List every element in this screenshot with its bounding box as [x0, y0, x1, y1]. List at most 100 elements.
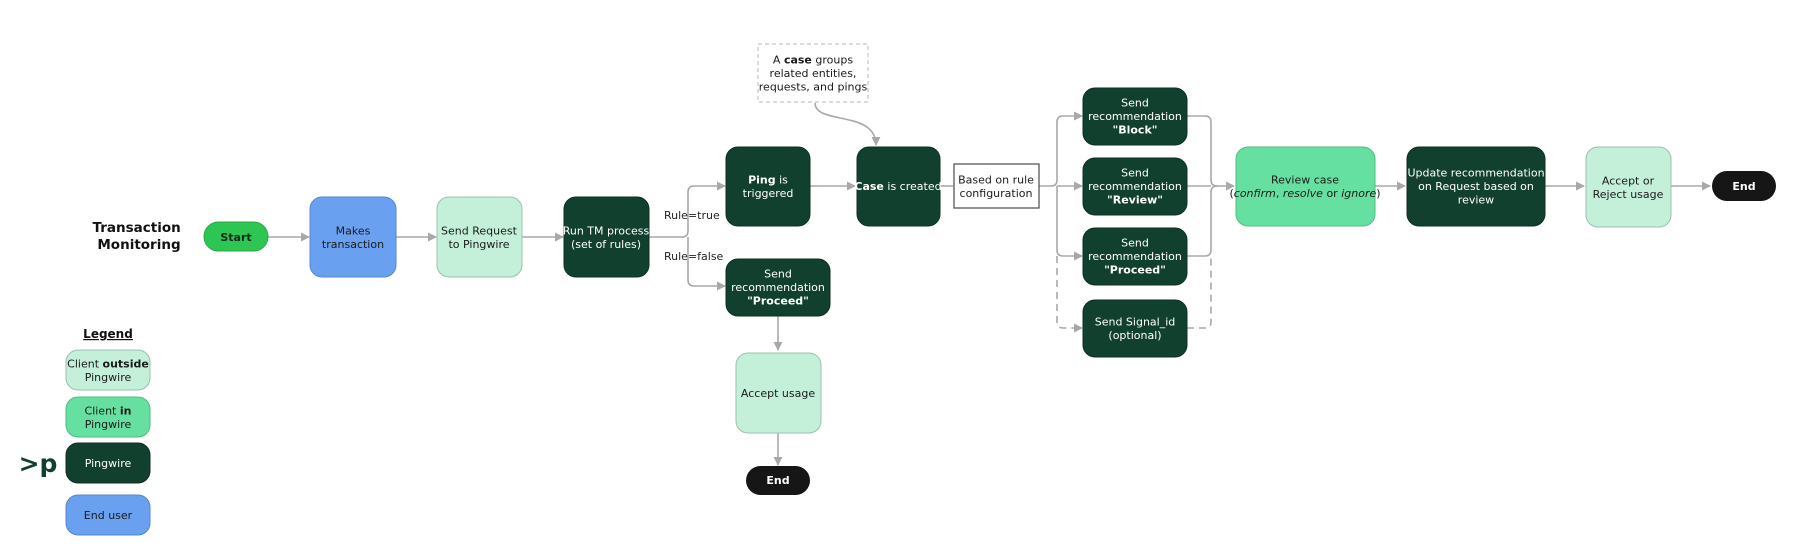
label-run: to Pingwire [448, 238, 509, 251]
label-run: on Request based on [1418, 180, 1534, 193]
label-line: Send [1121, 237, 1149, 250]
label-line: review [1458, 194, 1494, 207]
label-run: is [776, 173, 789, 186]
label-run: outside [103, 357, 149, 370]
label-line: recommendation [1088, 180, 1182, 193]
end-low-node [746, 466, 810, 495]
label-run: resolve [1283, 187, 1323, 200]
label-run: Run TM process [563, 224, 650, 237]
label-line: recommendation [1088, 250, 1182, 263]
label-line: Based on rule [958, 173, 1034, 186]
label-run: Send [1121, 167, 1149, 180]
label-line: "Review" [1107, 194, 1163, 207]
edge-run-tm-ping [649, 181, 726, 238]
label-line: Start [220, 231, 251, 244]
edge-label-rule-true: Rule=true [664, 209, 720, 222]
label-run: Accept usage [741, 387, 815, 400]
review-case-node [1235, 146, 1376, 227]
label-run: End [766, 474, 789, 487]
legend-swatch-end-user [65, 494, 151, 536]
case-created-node [856, 146, 941, 227]
update-rec-node [1406, 146, 1546, 227]
label-line: on Request based on [1418, 180, 1534, 193]
label-line: End user [84, 509, 133, 522]
label-line: recommendation [1088, 110, 1182, 123]
edge-rule-config-block [1039, 111, 1083, 187]
label-run: Update recommendation [1407, 167, 1544, 180]
label-run: Accept or [1602, 174, 1655, 187]
label-line: triggered [743, 187, 794, 200]
label-run: recommendation [1088, 110, 1182, 123]
edge-run-tm-rec-proceed [687, 237, 726, 291]
edge-note-case [814, 102, 881, 146]
label-line: configuration [960, 187, 1033, 200]
label-run: Pingwire [85, 418, 132, 431]
legend-label-pingwire: Pingwire [85, 457, 132, 470]
label-run: Case [854, 180, 884, 193]
label-line: Makes [336, 224, 371, 237]
label-line: End [766, 474, 789, 487]
label-line: Client outside [67, 357, 149, 370]
send-signal-label: Send Signal_id(optional) [1095, 315, 1176, 342]
run-tm-process-label: Run TM process(set of rules) [563, 224, 650, 251]
label-run: recommendation [731, 281, 825, 294]
label-run: case [784, 54, 812, 67]
label-line: Send Signal_id [1095, 315, 1176, 328]
label-line: recommendation [731, 281, 825, 294]
title-line: Monitoring [97, 237, 180, 253]
rec-block-node [1082, 87, 1188, 146]
edge-signal-review-case [1187, 256, 1212, 329]
rec-proceed-low-node [725, 258, 831, 317]
label-line: to Pingwire [448, 238, 509, 251]
edge-rule-config-signal [1056, 256, 1083, 333]
rule-config-box [953, 163, 1040, 209]
label-line: transaction [322, 238, 384, 251]
label-run: A [773, 54, 784, 67]
label-run: related entities, [770, 67, 857, 80]
label-run: Makes [336, 224, 371, 237]
label-run: Pingwire [85, 371, 132, 384]
label-line: "Proceed" [747, 295, 809, 308]
review-case-label: Review case(confirm, resolve or ignore) [1229, 173, 1380, 200]
label-line: "Block" [1112, 124, 1157, 137]
label-line: Update recommendation [1407, 167, 1544, 180]
accept-usage-node [735, 352, 822, 434]
label-line: related entities, [770, 67, 857, 80]
title-line: Transaction [93, 220, 181, 236]
label-run: ( [1229, 187, 1233, 200]
label-line: Send [764, 268, 792, 281]
label-run: requests, and pings [759, 81, 868, 94]
label-run: End user [84, 509, 133, 522]
label-run: transaction [322, 238, 384, 251]
end-low-label: End [766, 474, 789, 487]
label-run: is created [884, 180, 942, 193]
label-run: Send [1121, 97, 1149, 110]
label-run: or [1323, 187, 1341, 200]
label-line: End [1732, 180, 1755, 193]
label-run: groups [812, 54, 853, 67]
label-line: Client in [85, 404, 132, 417]
label-line: A case groups [773, 54, 853, 67]
legend-label-end-user: End user [84, 509, 133, 522]
label-line: Pingwire [85, 371, 132, 384]
label-line: Send [1121, 167, 1149, 180]
case-note-box [757, 43, 869, 103]
label-line: Run TM process [563, 224, 650, 237]
label-line: "Proceed" [1104, 264, 1166, 277]
ping-triggered-node [725, 146, 811, 227]
label-run: ignore [1341, 187, 1376, 200]
accept-reject-node [1585, 146, 1672, 228]
accept-usage-label: Accept usage [741, 387, 815, 400]
rec-proceed-node [1082, 227, 1188, 286]
label-run: Client [67, 357, 102, 370]
legend-heading: Legend [83, 327, 133, 341]
